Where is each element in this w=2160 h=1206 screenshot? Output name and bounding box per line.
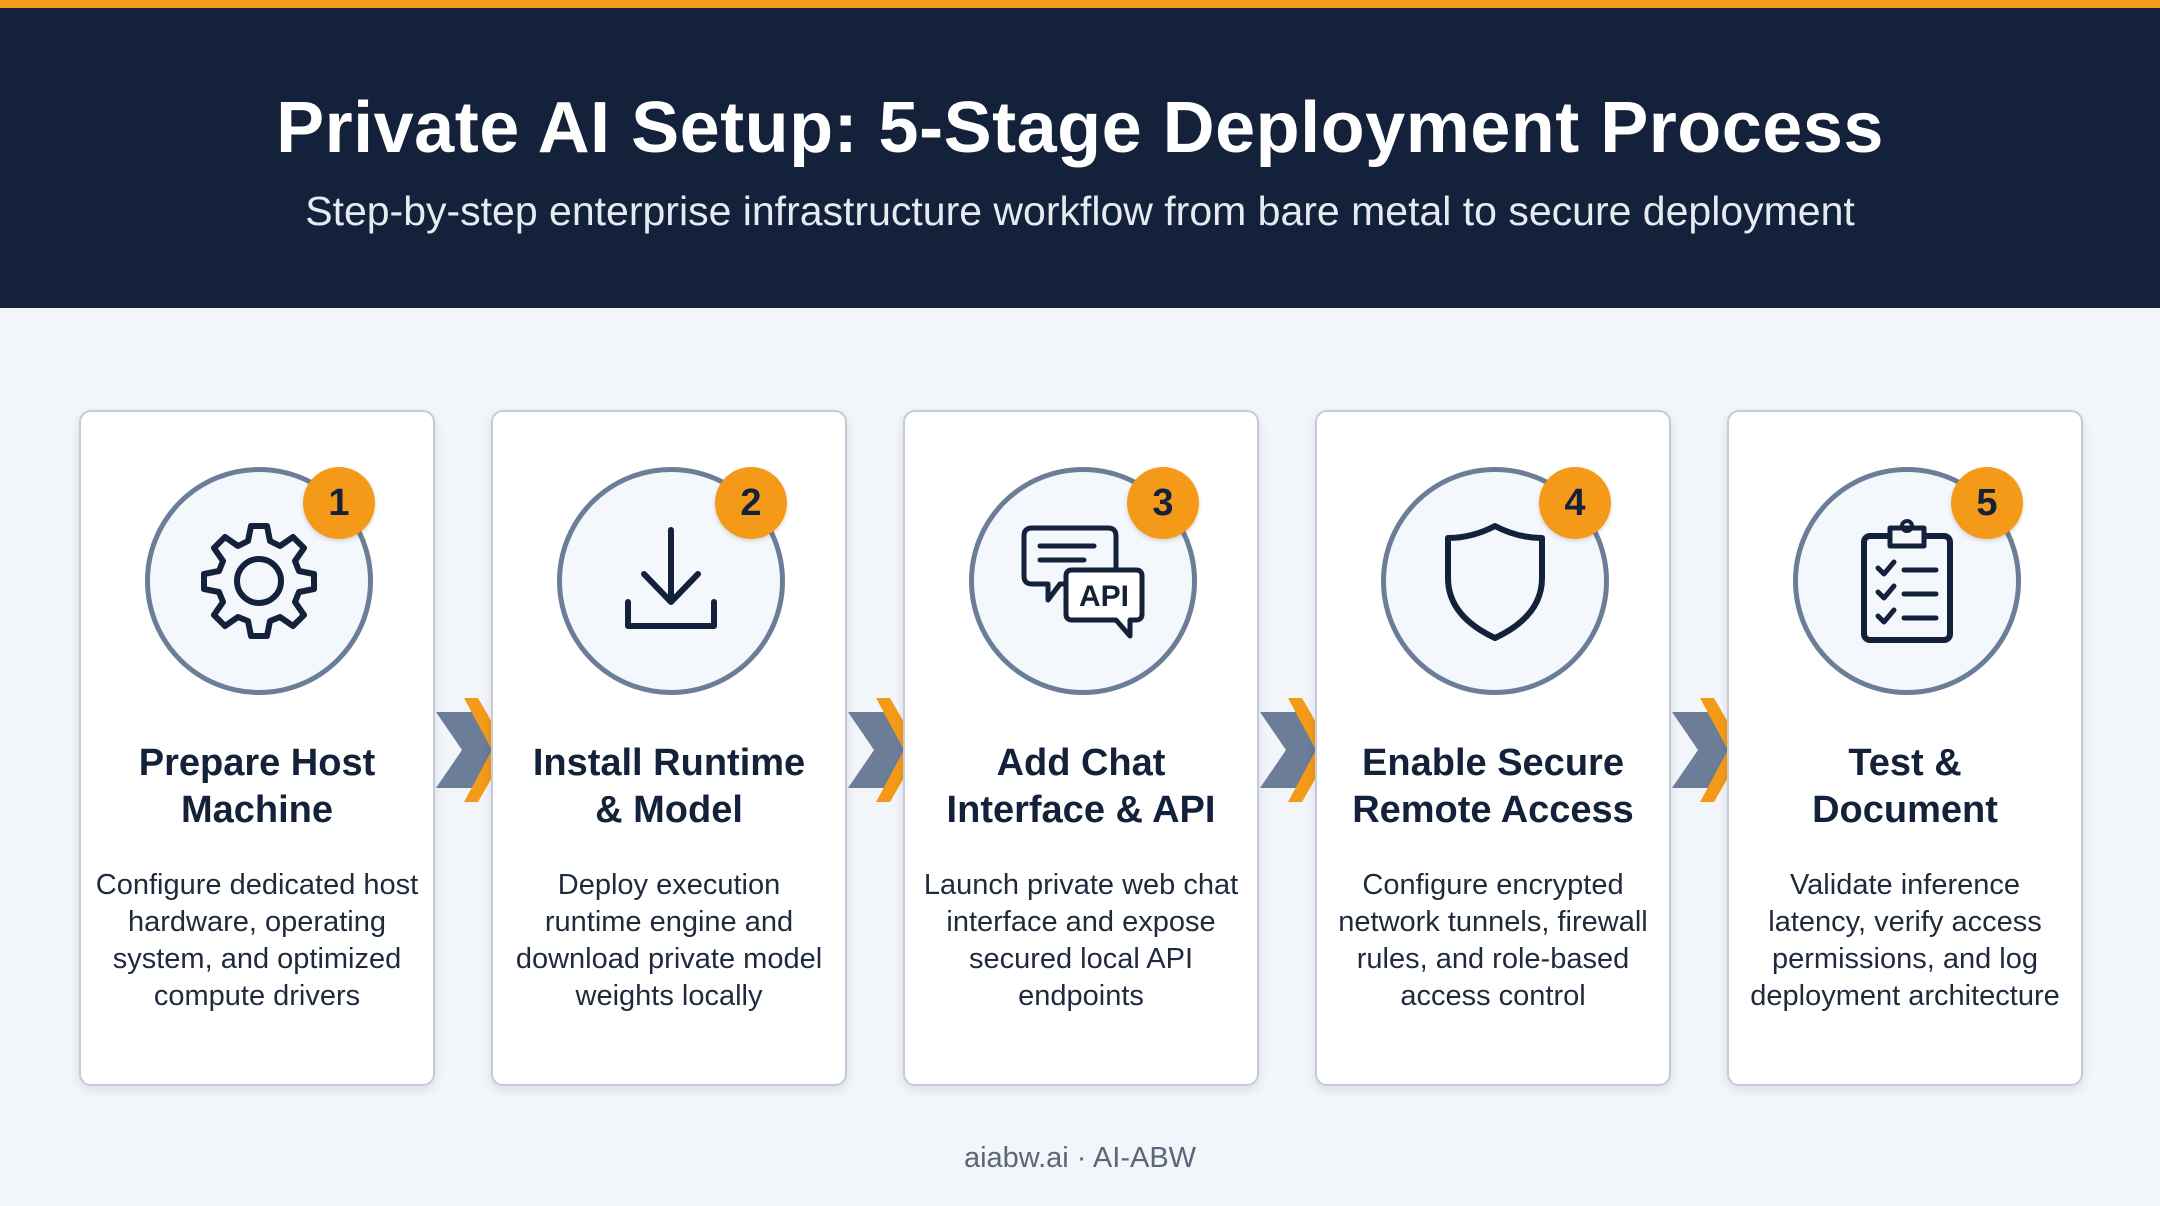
stage-card-1: 1 Prepare Host Machine Configure dedicat… [79, 410, 435, 1086]
step-badge: 2 [715, 467, 787, 539]
stage-title-line: Document [1812, 789, 1998, 831]
footer-credit: aiabw.ai · AI-ABW [963, 1142, 1197, 1174]
api-label: API [1079, 580, 1129, 613]
header-banner: Private AI Setup: 5-Stage Deployment Pro… [0, 8, 2160, 308]
stage-description: Deploy execution runtime engine and down… [515, 869, 823, 1012]
chat-api-icon: API [1021, 525, 1145, 639]
stage-title-line: Test & [1848, 742, 1962, 784]
stage-title-line: Prepare Host [138, 742, 376, 784]
stage-card-5: 5 Test & Document Validate inference lat… [1727, 410, 2083, 1086]
shield-icon [1445, 523, 1545, 641]
page-title: Private AI Setup: 5-Stage Deployment Pro… [276, 88, 1884, 168]
stage-title-line: Remote Access [1352, 789, 1634, 831]
download-icon [625, 527, 717, 629]
stage-title-line: & Model [595, 789, 743, 831]
stage-card-4: 4 Enable Secure Remote Access Configure … [1315, 410, 1671, 1086]
stage-title-line: Interface & API [946, 789, 1216, 831]
stage-title: Install Runtime & Model [503, 740, 835, 834]
stage-description: Configure dedicated host hardware, opera… [95, 869, 419, 1012]
stage-title: Add Chat Interface & API [915, 740, 1247, 834]
clipboard-checklist-icon [1861, 519, 1953, 643]
stage-title-line: Add Chat [996, 742, 1166, 784]
stage-title-line: Install Runtime [532, 742, 806, 784]
stage-title-line: Machine [180, 789, 334, 831]
stage-description: Configure encrypted network tunnels, fir… [1338, 869, 1648, 1012]
stage-title: Enable Secure Remote Access [1327, 740, 1659, 834]
stage-card-2: 2 Install Runtime & Model Deploy executi… [491, 410, 847, 1086]
step-badge: 5 [1951, 467, 2023, 539]
step-badge: 1 [303, 467, 375, 539]
stage-title: Test & Document [1739, 740, 2071, 834]
page-subtitle: Step-by-step enterprise infrastructure w… [305, 188, 1855, 234]
step-badge: 3 [1127, 467, 1199, 539]
stage-card-3: API 3 Add Chat Interface & API Launch pr… [903, 410, 1259, 1086]
top-accent-bar [0, 0, 2160, 8]
step-badge: 4 [1539, 467, 1611, 539]
stage-title: Prepare Host Machine [91, 740, 423, 834]
stage-description: Validate inference latency, verify acces… [1750, 869, 2060, 1012]
stage-description: Launch private web chat interface and ex… [923, 869, 1239, 1012]
stage-title-line: Enable Secure [1362, 742, 1624, 784]
gear-icon [201, 523, 317, 639]
